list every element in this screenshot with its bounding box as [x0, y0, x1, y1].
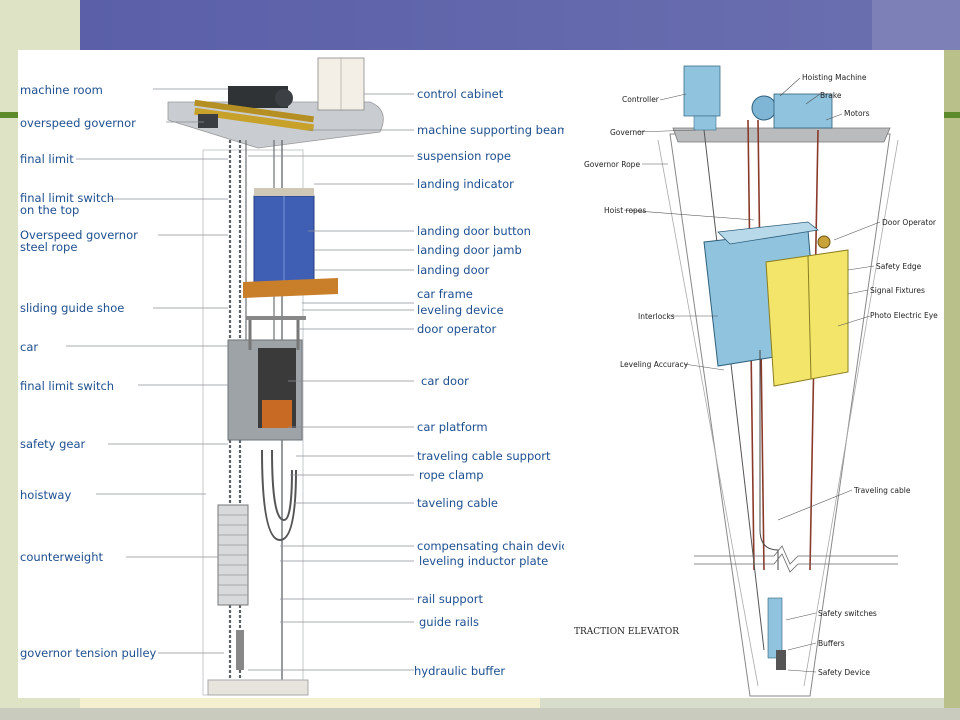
slide-right-accent: [944, 112, 960, 118]
label-sliding-guide-shoe: sliding guide shoe: [20, 301, 124, 315]
label-landing-door-jamb: landing door jamb: [417, 243, 522, 257]
label-hydraulic-buffer: hydraulic buffer: [414, 664, 505, 678]
label-door-operator-right: Door Operator: [882, 218, 937, 227]
label-hoist-ropes: Hoist ropes: [604, 206, 646, 215]
label-final-limit-switch-top-1: final limit switch: [20, 191, 114, 205]
controller-shape: [683, 65, 721, 117]
image-panel: machine room overspeed governor final li…: [18, 50, 944, 698]
label-rail-support: rail support: [417, 592, 483, 606]
label-safety-device: Safety Device: [818, 668, 870, 677]
label-motors: Motors: [844, 109, 870, 118]
label-door-operator: door operator: [417, 322, 496, 336]
label-governor: Governor: [610, 128, 646, 137]
label-traveling-cable-support: traveling cable support: [417, 449, 551, 463]
label-hoistway: hoistway: [20, 488, 71, 502]
label-buffers: Buffers: [818, 639, 845, 648]
label-brake: Brake: [820, 91, 842, 100]
label-guide-rails: guide rails: [419, 615, 479, 629]
label-landing-indicator: landing indicator: [417, 177, 514, 191]
label-hoisting-machine: Hoisting Machine: [802, 73, 867, 82]
label-controller: Controller: [622, 95, 660, 104]
label-photo-electric-eye: Photo Electric Eye: [870, 311, 938, 320]
label-traveling-cable-right: Traveling cable: [853, 486, 911, 495]
right-diagram-title: TRACTION ELEVATOR: [574, 627, 679, 637]
label-governor-rope: Governor Rope: [584, 160, 640, 169]
label-compensating-chain-device: compensating chain device: [417, 539, 575, 553]
label-final-limit-switch: final limit switch: [20, 379, 114, 393]
label-car-platform: car platform: [417, 420, 488, 434]
label-safety-gear: safety gear: [20, 437, 86, 451]
label-overspeed-governor-rope-1: Overspeed governor: [20, 228, 138, 242]
label-traveling-cable: taveling cable: [417, 496, 498, 510]
label-final-limit: final limit: [20, 152, 74, 166]
right-elevator-diagram: Hoisting Machine Brake Motors Controller…: [574, 65, 938, 697]
slide-bottom-band: [0, 708, 960, 720]
left-elevator-diagram: machine room overspeed governor final li…: [20, 57, 575, 696]
slide-bottom-accent: [80, 698, 540, 708]
label-governor-tension-pulley: governor tension pulley: [20, 646, 157, 660]
label-final-limit-switch-top-2: on the top: [20, 203, 79, 217]
slide-accent-bar: [0, 112, 20, 118]
label-suspension-rope: suspension rope: [417, 149, 511, 163]
label-rope-clamp: rope clamp: [419, 468, 484, 482]
label-leveling-accuracy: Leveling Accuracy: [620, 360, 689, 369]
hoisting-machine-shape: [228, 86, 288, 108]
label-machine-room: machine room: [20, 83, 103, 97]
label-leveling-device: leveling device: [417, 303, 504, 317]
slide-header-corner: [872, 0, 960, 50]
label-car-frame: car frame: [417, 287, 473, 301]
label-counterweight: counterweight: [20, 550, 104, 564]
label-landing-door-button: landing door button: [417, 224, 531, 238]
label-overspeed-governor-rope-2: steel rope: [20, 240, 77, 254]
slide-right-strip: [944, 50, 960, 710]
label-car: car: [20, 340, 38, 354]
label-landing-door: landing door: [417, 263, 490, 277]
label-machine-supporting-beam: machine supporting beam: [417, 123, 568, 137]
label-safety-switches: Safety switches: [818, 609, 877, 618]
hoisting-machine-shape-right: [773, 93, 833, 129]
car-door-shape-right: [765, 249, 849, 387]
elevator-diagrams: machine room overspeed governor final li…: [20, 57, 938, 697]
slide-header-band: [80, 0, 960, 50]
label-signal-fixtures: Signal Fixtures: [870, 286, 925, 295]
label-control-cabinet: control cabinet: [417, 87, 504, 101]
label-overspeed-governor: overspeed governor: [20, 116, 136, 130]
label-leveling-inductor-plate: leveling inductor plate: [419, 554, 548, 568]
label-interlocks: Interlocks: [638, 312, 675, 321]
label-safety-edge: Safety Edge: [876, 262, 922, 271]
label-car-door: car door: [421, 374, 469, 388]
